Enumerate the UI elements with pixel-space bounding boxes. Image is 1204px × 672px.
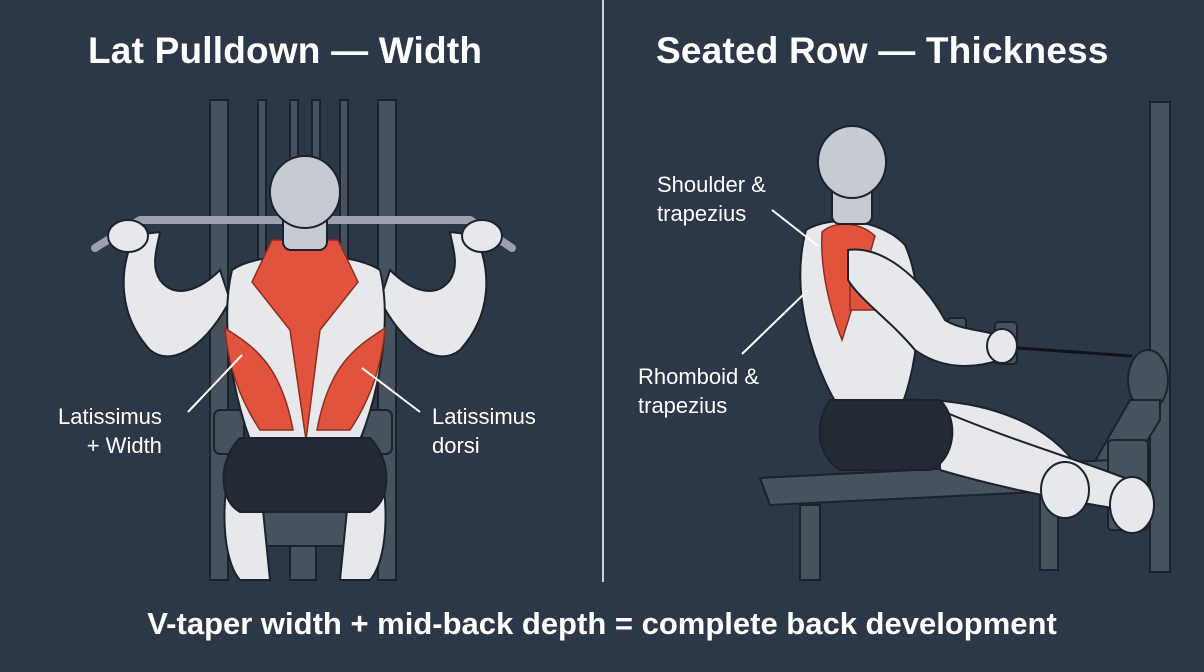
panel-title-seated-row: Seated Row — Thickness (656, 30, 1109, 71)
row-head (817, 125, 887, 225)
label-shoulder-trapezius: Shoulder & trapezius (657, 170, 766, 228)
label-latissimus-dorsi-line2: dorsi (432, 433, 480, 458)
cable (1016, 346, 1133, 358)
label-latissimus-dorsi: Latissimus dorsi (432, 402, 536, 460)
label-latissimus-dorsi-line1: Latissimus (432, 404, 536, 429)
label-latissimus-width-line1: Latissimus (58, 404, 162, 429)
row-shorts (818, 399, 954, 471)
label-shoulder-trapezius-line1: Shoulder & (657, 172, 766, 197)
label-rhomboid-trapezius-line2: trapezius (638, 393, 728, 418)
seated-row-figure (741, 101, 1171, 581)
head (269, 155, 341, 251)
label-rhomboid-trapezius-line1: Rhomboid & (638, 364, 760, 389)
arms (107, 219, 503, 358)
bottom-caption: V-taper width + mid-back depth = complet… (147, 606, 1057, 641)
highlighted-back-muscles (224, 239, 386, 441)
right-leader-lines (741, 209, 819, 355)
legs (222, 437, 388, 581)
label-latissimus-width: Latissimus + Width (58, 402, 162, 460)
lat-pulldown-figure (91, 99, 516, 581)
label-latissimus-width-line2: + Width (86, 433, 162, 458)
label-rhomboid-trapezius: Rhomboid & trapezius (638, 362, 759, 420)
panel-title-lat-pulldown: Lat Pulldown — Width (88, 30, 483, 71)
panel-divider (602, 0, 604, 582)
left-leader-lines (187, 354, 421, 413)
row-arm (847, 248, 1018, 367)
label-shoulder-trapezius-line2: trapezius (657, 201, 747, 226)
